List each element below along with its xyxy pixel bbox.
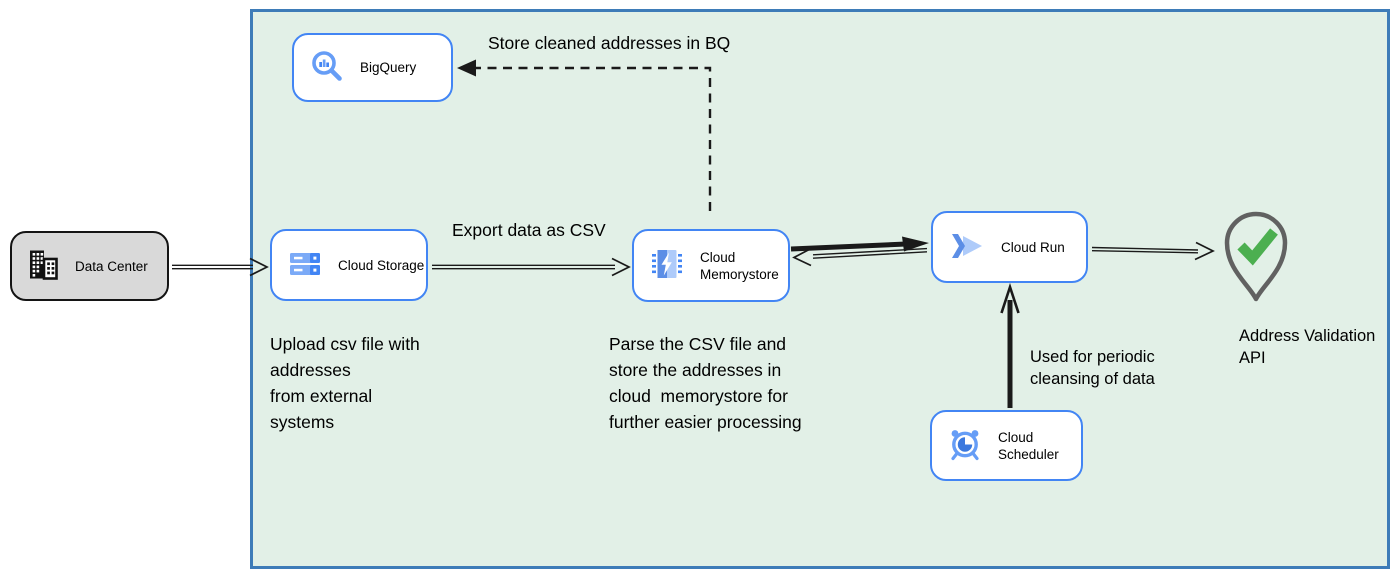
edge-label-export-csv: Export data as CSV	[452, 220, 606, 240]
cloud-memorystore-icon	[650, 249, 684, 283]
edge-label-store-cleaned: Store cleaned addresses in BQ	[488, 33, 731, 53]
address-validation-api-label: Address Validation API	[1239, 327, 1376, 367]
node-label-data-center: Data Center	[75, 258, 148, 274]
node-label-cloud-run: Cloud Run	[1001, 239, 1065, 255]
address-validation-pin-icon	[1223, 210, 1289, 304]
bigquery-icon	[310, 49, 344, 86]
annotation-upload-note: Upload csv file with addresses from exte…	[270, 334, 420, 432]
node-cloud-run: Cloud Run	[931, 211, 1088, 283]
data-center-building-icon	[28, 249, 59, 283]
edge-label-periodic-cleansing: Used for periodic cleansing of data	[1030, 348, 1155, 388]
cloud-storage-icon	[288, 251, 322, 280]
node-cloud-memorystore: Cloud Memorystore	[632, 229, 790, 302]
cloud-scheduler-icon	[948, 428, 982, 464]
node-label-cloud-storage: Cloud Storage	[338, 257, 425, 273]
node-cloud-storage: Cloud Storage	[270, 229, 428, 301]
node-cloud-scheduler: Cloud Scheduler	[930, 410, 1083, 481]
node-label-cloud-memorystore: Cloud Memorystore	[700, 249, 779, 282]
annotation-parse-note: Parse the CSV file and store the address…	[609, 334, 802, 432]
node-bigquery: BigQuery	[292, 33, 453, 102]
cloud-boundary-container	[250, 9, 1390, 569]
node-label-bigquery: BigQuery	[360, 60, 417, 75]
node-label-cloud-scheduler: Cloud Scheduler	[998, 429, 1059, 462]
node-data-center: Data Center	[10, 231, 169, 301]
cloud-run-icon	[949, 232, 985, 263]
